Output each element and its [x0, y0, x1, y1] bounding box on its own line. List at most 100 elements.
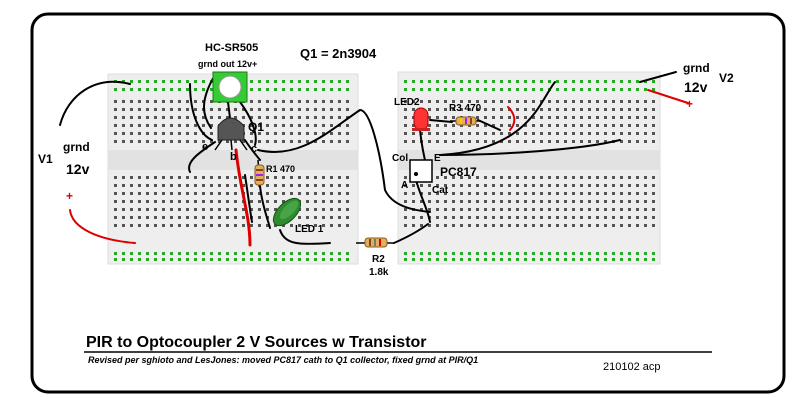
- breadboard-hole: [412, 216, 415, 219]
- breadboard-hole: [210, 200, 213, 203]
- breadboard-hole: [146, 184, 149, 187]
- breadboard-hole: [516, 192, 519, 195]
- breadboard-hole: [306, 184, 309, 187]
- breadboard-hole: [322, 224, 325, 227]
- rail-hole: [452, 80, 455, 83]
- breadboard-hole: [460, 140, 463, 143]
- breadboard-hole: [548, 200, 551, 203]
- breadboard-hole: [516, 200, 519, 203]
- breadboard-hole: [114, 116, 117, 119]
- rail-hole: [226, 252, 229, 255]
- breadboard-hole: [612, 116, 615, 119]
- breadboard-hole: [492, 100, 495, 103]
- breadboard-hole: [162, 124, 165, 127]
- breadboard-hole: [468, 108, 471, 111]
- transistor-q1: [214, 117, 248, 151]
- breadboard-hole: [138, 216, 141, 219]
- rail-hole: [338, 80, 341, 83]
- rail-hole: [492, 88, 495, 91]
- wire-v1-positive: [69, 209, 136, 244]
- breadboard-hole: [186, 100, 189, 103]
- breadboard-hole: [652, 184, 655, 187]
- rail-hole: [556, 80, 559, 83]
- rail-hole: [170, 88, 173, 91]
- breadboard-hole: [628, 208, 631, 211]
- rail-hole: [492, 258, 495, 261]
- breadboard-hole: [452, 124, 455, 127]
- breadboard-hole: [266, 116, 269, 119]
- rail-hole: [314, 88, 317, 91]
- breadboard-hole: [580, 192, 583, 195]
- rail-hole: [258, 88, 261, 91]
- rail-hole: [548, 252, 551, 255]
- breadboard-hole: [154, 124, 157, 127]
- rail-hole: [346, 80, 349, 83]
- breadboard-hole: [452, 200, 455, 203]
- breadboard-hole: [460, 224, 463, 227]
- breadboard-hole: [412, 200, 415, 203]
- rail-hole: [516, 252, 519, 255]
- breadboard-hole: [636, 124, 639, 127]
- breadboard-hole: [452, 216, 455, 219]
- rail-hole: [314, 252, 317, 255]
- breadboard-hole: [612, 192, 615, 195]
- breadboard-hole: [612, 100, 615, 103]
- breadboard-hole: [604, 108, 607, 111]
- label-cat: Cat: [432, 185, 449, 196]
- breadboard-hole: [580, 176, 583, 179]
- breadboard-hole: [532, 132, 535, 135]
- breadboard-hole: [202, 216, 205, 219]
- breadboard-hole: [266, 132, 269, 135]
- rail-hole: [146, 80, 149, 83]
- rail-hole: [612, 80, 615, 83]
- wire-r1-to-led1: [259, 185, 271, 229]
- breadboard-hole: [330, 192, 333, 195]
- rail-hole: [556, 252, 559, 255]
- breadboard-hole: [412, 108, 415, 111]
- breadboard-hole: [532, 208, 535, 211]
- breadboard-hole: [242, 208, 245, 211]
- breadboard-hole: [468, 224, 471, 227]
- resistor-r3: [450, 116, 480, 126]
- rail-hole: [282, 80, 285, 83]
- breadboard-hole: [444, 132, 447, 135]
- breadboard-hole: [516, 224, 519, 227]
- rail-hole: [420, 88, 423, 91]
- breadboard-hole: [580, 216, 583, 219]
- revision-note: Revised per sghioto and LesJones: moved …: [88, 355, 478, 365]
- breadboard-hole: [226, 140, 229, 143]
- breadboard-hole: [548, 108, 551, 111]
- breadboard-hole: [628, 124, 631, 127]
- breadboard-hole: [290, 192, 293, 195]
- breadboard-hole: [314, 216, 317, 219]
- breadboard-hole: [516, 100, 519, 103]
- breadboard-hole: [460, 184, 463, 187]
- breadboard-hole: [226, 192, 229, 195]
- breadboard-hole: [452, 100, 455, 103]
- breadboard-hole: [492, 132, 495, 135]
- breadboard-hole: [330, 108, 333, 111]
- breadboard-hole: [194, 140, 197, 143]
- breadboard-hole: [322, 216, 325, 219]
- breadboard-hole: [130, 184, 133, 187]
- breadboard-hole: [564, 140, 567, 143]
- rail-hole: [258, 252, 261, 255]
- rail-hole: [604, 252, 607, 255]
- rail-hole: [436, 88, 439, 91]
- breadboard-hole: [628, 116, 631, 119]
- breadboard-hole: [186, 124, 189, 127]
- breadboard-hole: [644, 224, 647, 227]
- breadboard-hole: [516, 216, 519, 219]
- breadboard-hole: [170, 176, 173, 179]
- breadboard-hole: [508, 140, 511, 143]
- breadboard-hole: [452, 132, 455, 135]
- breadboard-hole: [234, 176, 237, 179]
- wire-led2-r3: [429, 119, 453, 123]
- breadboard-hole: [564, 216, 567, 219]
- wire-pir-ground: [203, 74, 216, 129]
- breadboard-hole: [290, 184, 293, 187]
- breadboard-hole: [306, 116, 309, 119]
- rail-hole: [516, 88, 519, 91]
- breadboard-hole: [636, 200, 639, 203]
- breadboard-hole: [202, 192, 205, 195]
